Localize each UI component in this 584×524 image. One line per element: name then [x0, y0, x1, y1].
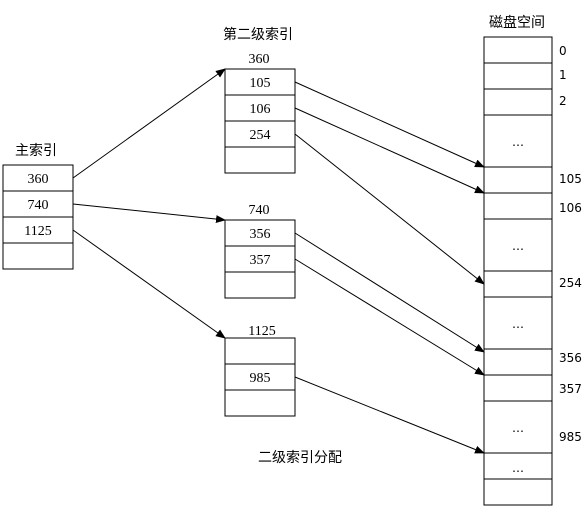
pointer-arrow — [294, 376, 485, 454]
disk-space-column: 0 1 2 … 105 106 … — [483, 36, 582, 506]
pointer-arrow — [294, 133, 485, 285]
disk-block: … — [483, 114, 553, 168]
svg-text:…: … — [512, 421, 524, 435]
pointer-arrow — [294, 232, 485, 353]
pointer-arrow — [72, 68, 226, 179]
disk-block: 254 — [483, 270, 582, 298]
second-level-block: 985 — [224, 337, 296, 417]
disk-block: 105 — [483, 166, 582, 194]
second-level-block: 105 106 254 — [224, 68, 296, 174]
svg-text:…: … — [512, 317, 524, 331]
index-entry — [224, 271, 296, 299]
main-index-entry: 740 — [2, 190, 74, 218]
svg-text:360: 360 — [28, 172, 49, 187]
disk-block-label: 254 — [559, 276, 582, 290]
disk-block-label: 106 — [559, 201, 582, 215]
disk-block: 106 — [483, 192, 582, 220]
svg-text:…: … — [512, 239, 524, 253]
disk-block-label: 105 — [559, 172, 582, 186]
pointer-arrow — [72, 203, 226, 224]
main-index-entry: 1125 — [2, 216, 74, 244]
disk-block: … — [483, 452, 553, 480]
svg-text:…: … — [512, 135, 524, 149]
svg-text:740: 740 — [28, 198, 49, 213]
pointer-arrow — [294, 107, 485, 194]
pointer-arrow — [294, 81, 485, 168]
index-entry: 105 — [224, 68, 296, 96]
disk-block: … — [483, 218, 553, 272]
disk-block-label: 0 — [559, 44, 567, 58]
disk-space-title: 磁盘空间 — [489, 14, 545, 31]
disk-block-tail — [483, 478, 553, 506]
disk-block-label: 357 — [559, 382, 582, 396]
pointer-arrow — [294, 258, 485, 376]
index-entry — [224, 146, 296, 174]
disk-block: 2 — [483, 88, 567, 116]
disk-block: 356 — [483, 348, 582, 376]
index-block-address: 1125 — [248, 324, 275, 339]
index-block-address: 360 — [249, 52, 270, 67]
svg-text:356: 356 — [250, 227, 271, 242]
second-level-index-title: 第二级索引 — [223, 26, 293, 43]
main-index-table: 360 740 1125 — [2, 164, 74, 270]
index-entry: 106 — [224, 94, 296, 122]
index-entry: 254 — [224, 120, 296, 148]
disk-block: 1 — [483, 62, 567, 90]
pointer-arrow — [72, 229, 226, 339]
index-entry: 356 — [224, 219, 296, 247]
svg-text:105: 105 — [250, 76, 271, 91]
index-entry — [224, 389, 296, 417]
main-index-title: 主索引 — [15, 142, 57, 159]
index-entry — [224, 337, 296, 365]
index-entry: 985 — [224, 363, 296, 391]
diagram-caption: 二级索引分配 — [258, 449, 342, 466]
svg-text:357: 357 — [250, 253, 271, 268]
disk-block-label: 1 — [559, 68, 567, 82]
svg-text:…: … — [512, 461, 524, 475]
index-block-address: 740 — [249, 203, 270, 218]
disk-block: … — [483, 400, 553, 454]
main-index-entry — [2, 242, 74, 270]
pointer-arrows — [72, 68, 485, 454]
disk-block-label: 2 — [559, 94, 567, 108]
disk-block-label: 356 — [559, 351, 582, 365]
disk-block: … — [483, 296, 553, 350]
svg-text:1125: 1125 — [24, 224, 51, 239]
second-level-block: 356 357 — [224, 219, 296, 299]
main-index-entry: 360 — [2, 164, 74, 192]
svg-text:254: 254 — [250, 128, 271, 143]
disk-block-label: 985 — [559, 430, 582, 444]
disk-block: 0 — [483, 36, 567, 64]
index-entry: 357 — [224, 245, 296, 273]
svg-text:985: 985 — [250, 371, 271, 386]
svg-text:106: 106 — [250, 102, 271, 117]
disk-block: 357 — [483, 374, 582, 402]
